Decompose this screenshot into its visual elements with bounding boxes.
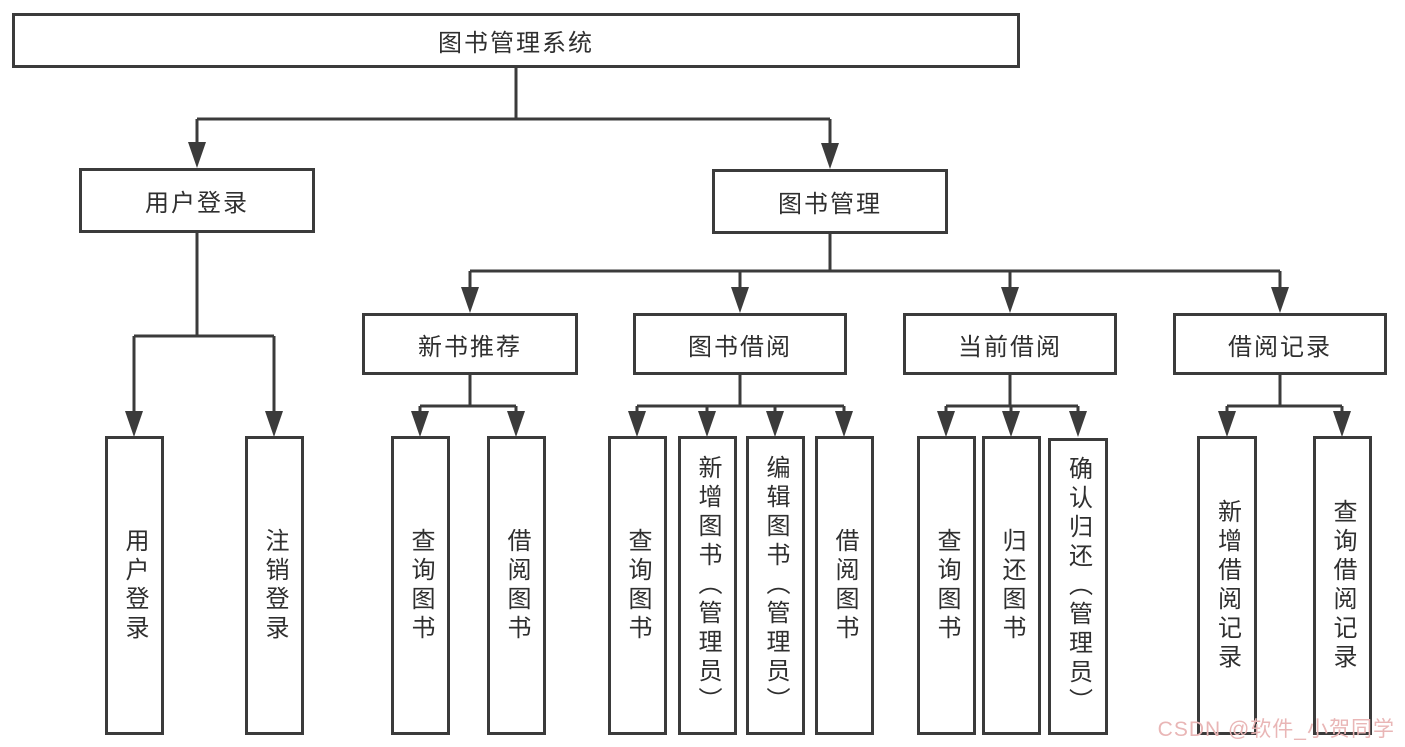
leaf-borrow-books: 借阅图书	[815, 436, 874, 735]
leaf-label: 查询借阅记录	[1329, 498, 1356, 673]
node-label: 图书管理	[778, 191, 882, 218]
leaf-borrow-books-recommend: 借阅图书	[487, 436, 546, 735]
leaf-label: 查询图书	[933, 527, 960, 644]
node-current-borrowing: 当前借阅	[903, 313, 1117, 375]
leaf-label: 确认归还（管理员）	[1064, 456, 1092, 717]
leaf-label: 用户登录	[121, 527, 148, 644]
node-library-management-system: 图书管理系统	[12, 13, 1020, 68]
leaf-label: 归还图书	[998, 527, 1025, 644]
leaf-label: 借阅图书	[831, 527, 858, 644]
leaf-return-books: 归还图书	[982, 436, 1041, 735]
leaf-label: 查询图书	[407, 527, 434, 644]
leaf-query-borrow-record: 查询借阅记录	[1313, 436, 1372, 735]
node-label: 用户登录	[145, 190, 249, 217]
leaf-label: 新增借阅记录	[1213, 498, 1241, 673]
leaf-confirm-return-admin: 确认归还（管理员）	[1048, 438, 1108, 735]
node-label: 新书推荐	[418, 333, 522, 361]
leaf-query-books-current: 查询图书	[917, 436, 976, 735]
node-book-management: 图书管理	[712, 169, 948, 234]
leaf-label: 查询图书	[624, 527, 651, 644]
node-book-borrowing: 图书借阅	[633, 313, 847, 375]
node-label: 借阅记录	[1228, 333, 1332, 361]
leaf-query-books-borrowing: 查询图书	[608, 436, 667, 735]
leaf-label: 借阅图书	[503, 527, 530, 644]
leaf-logout: 注销登录	[245, 436, 304, 735]
leaf-edit-books-admin: 编辑图书（管理员）	[746, 436, 805, 735]
node-new-book-recommend: 新书推荐	[362, 313, 578, 375]
leaf-add-borrow-record: 新增借阅记录	[1197, 436, 1257, 735]
leaf-label: 编辑图书（管理员）	[762, 455, 789, 716]
leaf-add-books-admin: 新增图书（管理员）	[678, 436, 737, 735]
leaf-user-login: 用户登录	[105, 436, 164, 735]
node-label: 图书借阅	[688, 333, 792, 361]
node-label: 图书管理系统	[438, 30, 594, 57]
node-label: 当前借阅	[958, 333, 1062, 361]
leaf-label: 注销登录	[261, 527, 288, 644]
leaf-query-books-recommend: 查询图书	[391, 436, 450, 735]
node-borrowing-records: 借阅记录	[1173, 313, 1387, 375]
node-user-login: 用户登录	[79, 168, 315, 233]
leaf-label: 新增图书（管理员）	[694, 455, 721, 716]
